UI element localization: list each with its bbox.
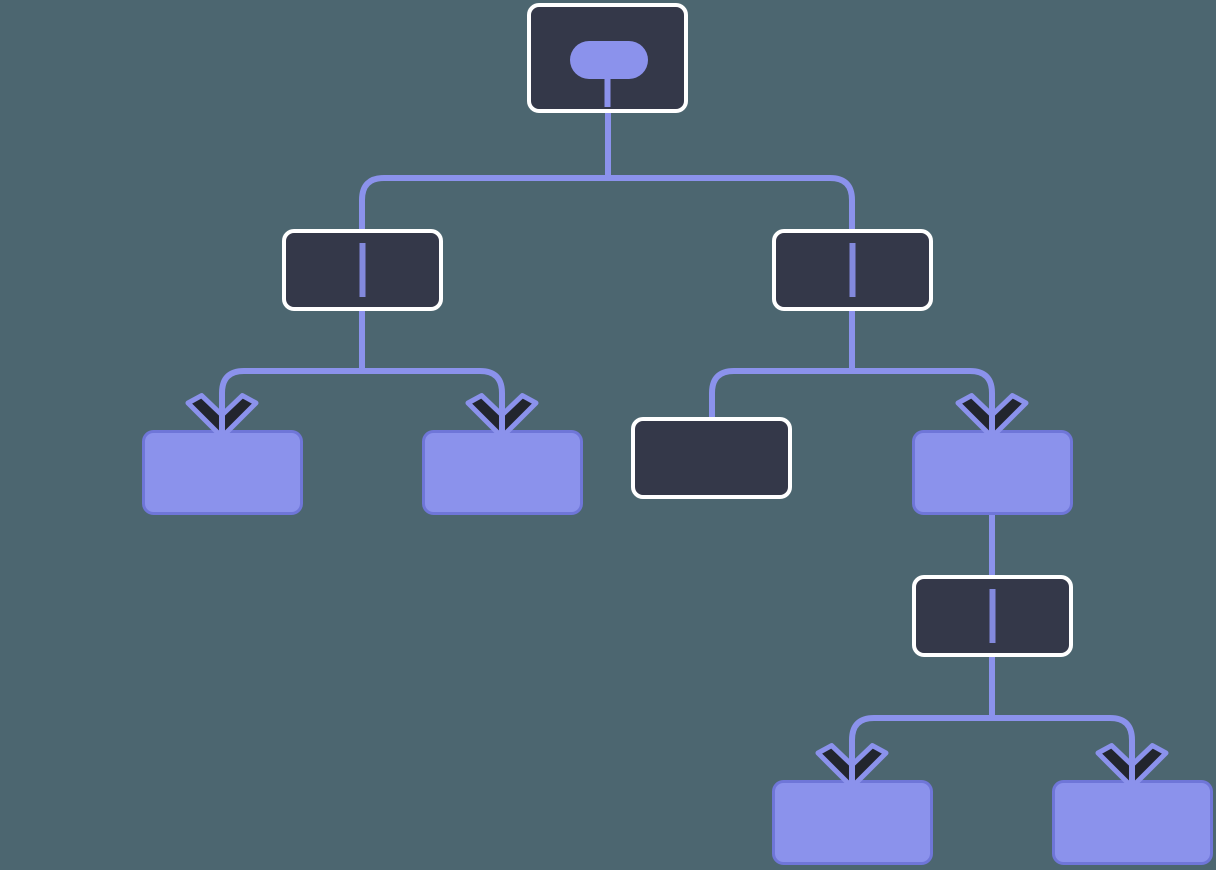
edge-root-to-level1-left: [359, 175, 608, 229]
arrow-head-layer: [185, 393, 1169, 790]
root-node[interactable]: [527, 3, 688, 113]
level4-leaf-right[interactable]: [1052, 780, 1213, 865]
level4-leaf-left[interactable]: [772, 780, 933, 865]
level2-branch-node-d[interactable]: [912, 430, 1073, 515]
edge-layer: [219, 60, 1135, 786]
edge-level3-to-leaf-left: [849, 715, 992, 786]
level2-leaf-b[interactable]: [422, 430, 583, 515]
level1-right-node[interactable]: [772, 229, 933, 311]
level2-leaf-b-shape[interactable]: [422, 430, 583, 515]
edge-level3-to-leaf-right: [992, 715, 1135, 786]
level2-branch-node-d-shape[interactable]: [912, 430, 1073, 515]
level4-leaf-left-shape[interactable]: [772, 780, 933, 865]
level2-dark-leaf-c[interactable]: [631, 417, 792, 499]
level2-dark-leaf-c-shape[interactable]: [631, 417, 792, 499]
root-pill-glyph: [570, 41, 648, 79]
level1-left-node[interactable]: [282, 229, 443, 311]
level2-leaf-a-shape[interactable]: [142, 430, 303, 515]
edge-level1-right-to-branch-d: [852, 368, 995, 436]
level2-leaf-a[interactable]: [142, 430, 303, 515]
edge-level1-left-to-leaf-b: [362, 368, 505, 436]
node-layer: [142, 3, 1213, 865]
edge-level1-left-to-leaf-a: [219, 368, 362, 436]
edge-root-to-level1-right: [608, 175, 855, 229]
level3-middle-node[interactable]: [912, 575, 1073, 657]
edge-level1-right-to-dark-leaf-c: [709, 368, 852, 417]
level4-leaf-right-shape[interactable]: [1052, 780, 1213, 865]
